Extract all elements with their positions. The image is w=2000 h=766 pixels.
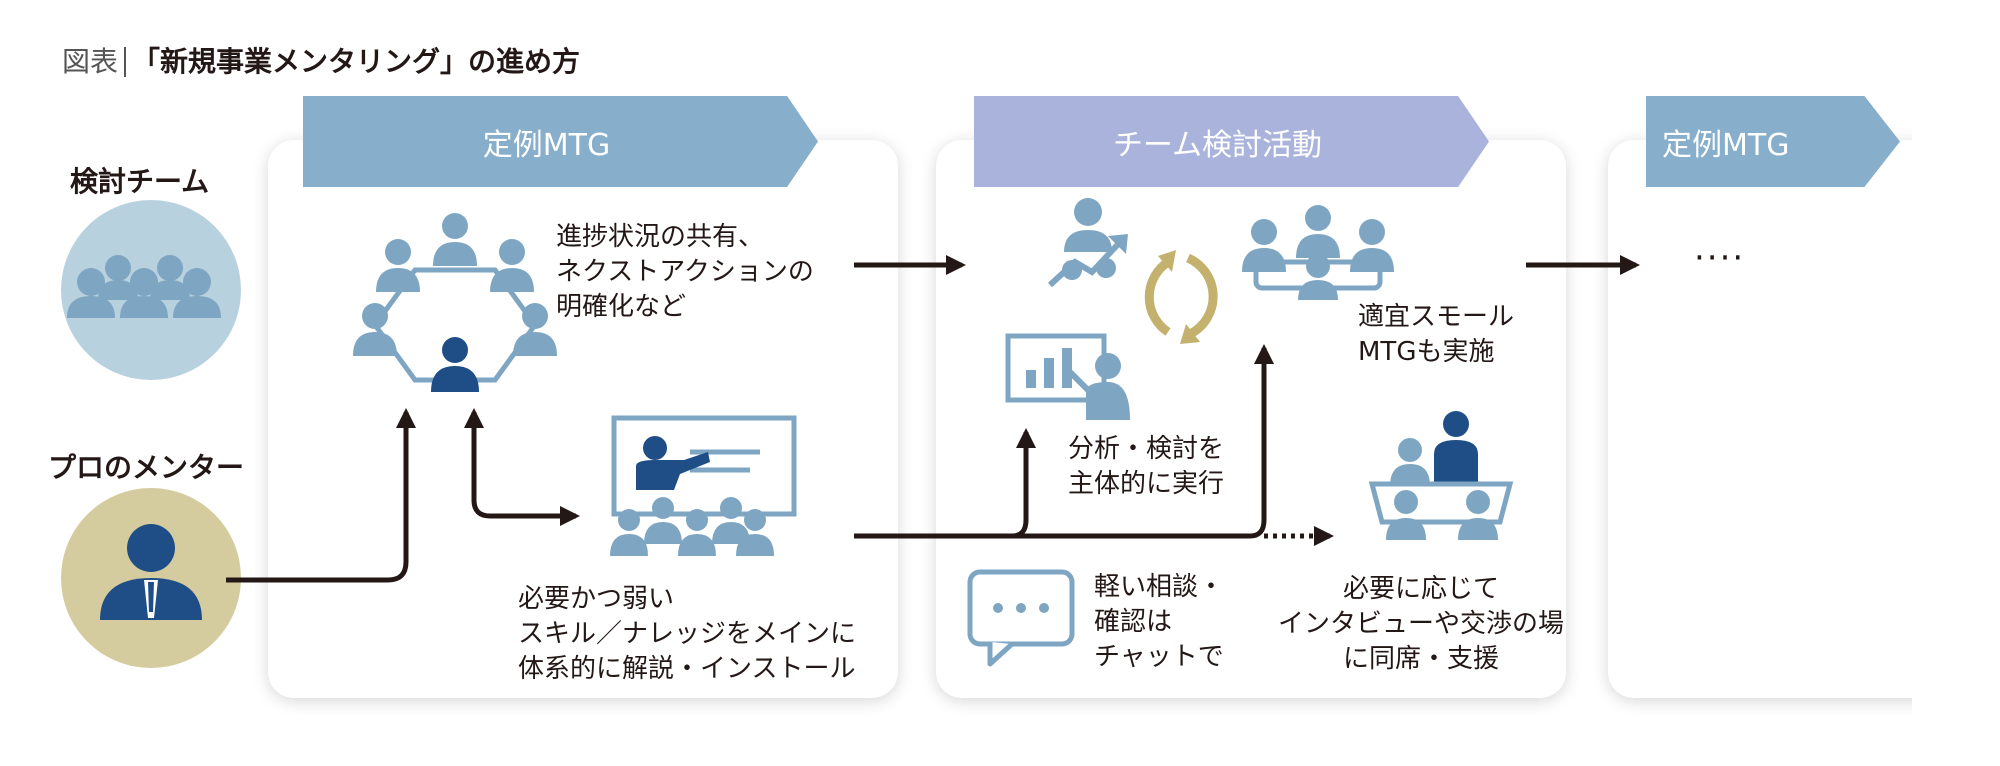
team-label: 検討チーム <box>70 165 210 198</box>
stage3-ellipsis: ···· <box>1694 238 1746 278</box>
interview-line: インタビューや交渉の場 <box>1277 609 1564 639</box>
chat-bubble-icon <box>967 569 1075 667</box>
analysis-line: 分析・検討を <box>1068 434 1225 464</box>
mentor-person-icon <box>61 488 241 668</box>
team-group-icon <box>61 200 241 380</box>
growth-chart-icon <box>1047 198 1128 288</box>
lecture-line: 必要かつ弱い <box>518 584 675 614</box>
figure-label: 図表 <box>62 45 119 78</box>
chat-description: 軽い相談・ 確認は チャットで <box>1094 570 1224 675</box>
cycle-arrows-icon <box>1144 250 1218 344</box>
stage2-banner-label: チーム検討活動 <box>1112 127 1323 163</box>
stage3-banner: 定例MTG <box>1646 96 1900 187</box>
small-meeting-icon <box>1242 205 1394 300</box>
chat-line: チャットで <box>1094 642 1224 672</box>
figure-heading: 「新規事業メンタリング」の進め方 <box>132 45 581 78</box>
title-divider <box>124 47 127 77</box>
small-mtg-description: 適宜スモール MTGも実施 <box>1358 300 1514 370</box>
presentation-icon <box>1005 333 1130 420</box>
chat-line: 軽い相談・ <box>1094 572 1225 602</box>
stage1-banner-label: 定例MTG <box>482 127 611 163</box>
interview-icon <box>1368 411 1514 540</box>
interview-line: に同席・支援 <box>1342 644 1499 674</box>
arrow-analysis <box>854 428 1036 539</box>
analysis-description: 分析・検討を 主体的に実行 <box>1068 432 1224 502</box>
stage3-banner-label: 定例MTG <box>1662 127 1790 163</box>
small-mtg-line: MTGも実施 <box>1358 337 1495 367</box>
lecture-line: スキル／ナレッジをメインに <box>518 619 857 649</box>
lecture-line: 体系的に解説・インストール <box>518 654 856 684</box>
stage2-banner: チーム検討活動 <box>974 96 1489 187</box>
lecture-board-icon <box>610 415 797 556</box>
arrow-mentor-to-meeting <box>226 408 416 583</box>
page-edge-mask <box>1912 120 2000 720</box>
figure-title: 図表「新規事業メンタリング」の進め方 <box>62 40 580 80</box>
interview-description: 必要に応じて インタビューや交渉の場 に同席・支援 <box>1276 572 1566 677</box>
stage1-note-line: 進捗状況の共有、 <box>556 222 765 252</box>
small-mtg-line: 適宜スモール <box>1358 302 1515 332</box>
stage1-banner: 定例MTG <box>303 96 818 187</box>
flow-arrows <box>226 255 1640 583</box>
stage1-note-line: ネクストアクションの <box>556 257 814 287</box>
meeting-table-icon <box>353 213 557 392</box>
interview-line: 必要に応じて <box>1342 574 1499 604</box>
arrow-small-mtg <box>854 344 1274 539</box>
stage1-note-line: 明確化など <box>556 292 687 322</box>
mentor-label: プロのメンター <box>48 451 245 484</box>
stage1-note: 進捗状況の共有、 ネクストアクションの 明確化など <box>556 220 814 325</box>
arrow-meeting-lecture <box>464 408 580 526</box>
analysis-line: 主体的に実行 <box>1068 469 1225 499</box>
chat-line: 確認は <box>1094 607 1173 637</box>
lecture-description: 必要かつ弱い スキル／ナレッジをメインに 体系的に解説・インストール <box>518 582 856 687</box>
